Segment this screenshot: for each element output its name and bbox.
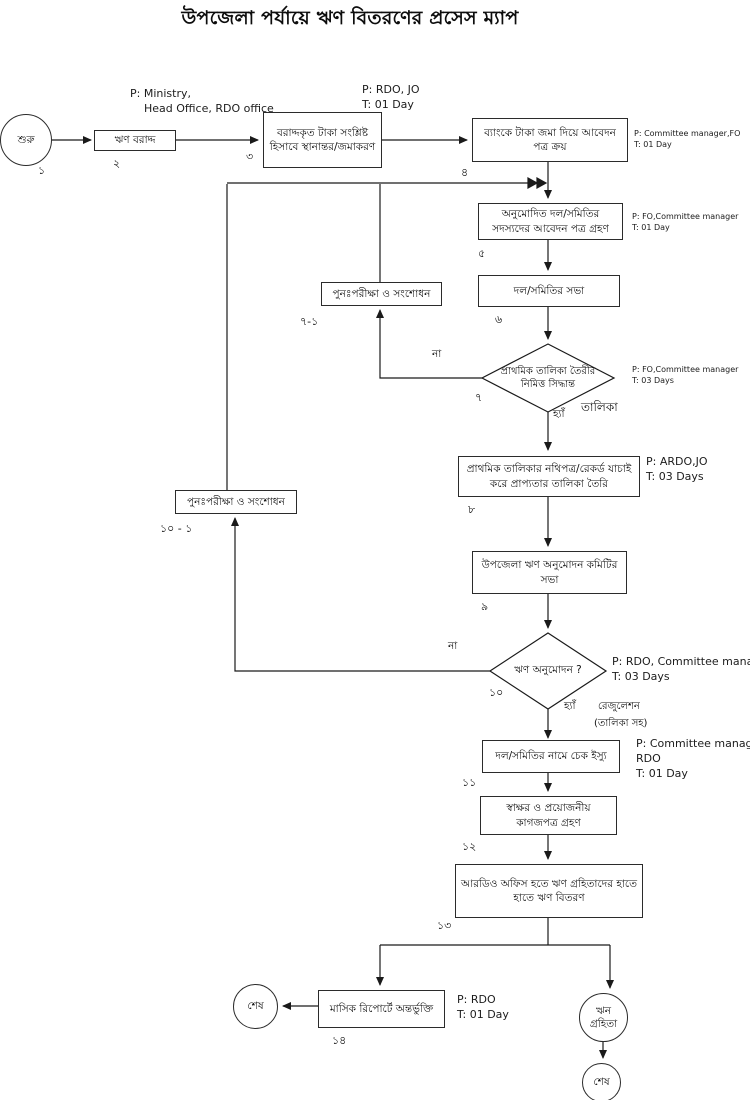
process-box-verify-records: প্রাথমিক তালিকার নথিপত্র/রেকর্ড যাচাই কর… xyxy=(458,456,640,497)
annotation-line: P: Committee manager,FO xyxy=(634,129,741,138)
process-box-money-transfer: বরাদ্দকৃত টাকা সংশ্লিষ্ট হিসাবে স্থানান্… xyxy=(263,112,382,168)
annotation-line: P: RDO, JO xyxy=(362,83,420,96)
end-label: শেষ xyxy=(247,1000,264,1013)
step-number-11: ১১ xyxy=(462,776,477,789)
annotation-purchase: P: Committee manager,FO T: 01 Day xyxy=(634,128,740,150)
annotation-line: P: FO,Committee manager xyxy=(632,212,739,221)
decision-approve-diamond xyxy=(488,632,608,710)
annotation-line: T: 03 Days xyxy=(632,376,674,386)
annotation-line: T: 03 Days xyxy=(612,669,670,683)
annotation-line: T: 01 Day xyxy=(362,97,414,111)
annotation-line: P: Committee manager, xyxy=(636,737,750,750)
box-label: অনুমোদিত দল/সমিতির সদস্যদের আবেদন পত্র গ… xyxy=(492,208,609,235)
step-number-3: ৩ xyxy=(246,150,254,163)
annotation-line: T: 01 Day xyxy=(457,1007,509,1021)
step-number-7: ৭ xyxy=(475,391,483,404)
edge-decision-approve-no xyxy=(231,517,490,672)
step-number-10-1: ১০ - ১ xyxy=(160,522,193,535)
decision-approve-output-label2: (তালিকা সহ) xyxy=(594,718,648,729)
process-box-group-meeting: দল/সমিতির সভা xyxy=(478,275,620,307)
decision-list-label: প্রাথমিক তালিকা তৈরীর নিমিত্ত সিদ্ধান্ত xyxy=(500,366,596,390)
annotation-line: T: 01 Day xyxy=(636,766,688,780)
process-box-loan-distribution: আরডিও অফিস হতে ঋণ গ্রহিতাদের হাতে হাতে ঋ… xyxy=(455,864,643,918)
decision-approve-output-label1: রেজুলেশন xyxy=(598,701,640,712)
box-label: প্রাথমিক তালিকার নথিপত্র/রেকর্ড যাচাই কর… xyxy=(466,463,632,490)
annotation-line: P: RDO, Committee manager, xyxy=(612,655,750,668)
process-box-committee-meeting: উপজেলা ঋণ অনুমোদন কমিটির সভা xyxy=(472,551,627,594)
annotation-allocation: P: Ministry, Head Office, RDO office xyxy=(130,87,274,117)
annotation-line: P: FO,Committee manager xyxy=(632,365,739,374)
annotation-receive: P: FO,Committee manager T: 01 Day xyxy=(632,211,738,233)
step-number-4: ৪ xyxy=(461,166,469,179)
process-box-cheque-issue: দল/সমিতির নামে চেক ইস্যু xyxy=(482,740,620,773)
recipient-line2: গ্রহিতা xyxy=(589,1017,618,1030)
process-box-recheck-top: পুনঃপরীক্ষা ও সংশোধন xyxy=(321,282,442,306)
box-label: মাসিক রিপোর্টে অন্তর্ভুক্তি xyxy=(329,1002,434,1015)
box-label: পুনঃপরীক্ষা ও সংশোধন xyxy=(187,495,285,508)
end-terminator-bottom: শেষ xyxy=(582,1063,621,1100)
box-label: উপজেলা ঋণ অনুমোদন কমিটির সভা xyxy=(481,559,618,586)
step-number-14: ১৪ xyxy=(332,1034,347,1047)
step-number-2: ২ xyxy=(113,157,121,170)
decision-list-no-label: না xyxy=(432,348,442,360)
annotation-decision-list: P: FO,Committee manager T: 03 Days xyxy=(632,364,738,386)
start-label: শুরু xyxy=(17,133,35,146)
step-number-10: ১০ xyxy=(489,686,504,699)
annotation-transfer: P: RDO, JO T: 01 Day xyxy=(362,83,420,113)
box-label: স্বাক্ষর ও প্রয়োজনীয় কাগজপত্র গ্রহণ xyxy=(506,802,591,829)
page-title: উপজেলা পর্যায়ে ঋণ বিতরণের প্রসেস ম্যাপ xyxy=(181,7,519,29)
step-number-9: ৯ xyxy=(481,600,489,613)
decision-list-diamond xyxy=(480,343,616,413)
box-label: ব্যাংকে টাকা জমা দিয়ে আবেদন পত্র ক্রয় xyxy=(484,126,616,153)
box-label: পুনঃপরীক্ষা ও সংশোধন xyxy=(332,287,431,300)
box-label: দল/সমিতির নামে চেক ইস্যু xyxy=(495,750,607,763)
decision-approve-yes-label: হ্যাঁ xyxy=(564,700,576,712)
annotation-line: RDO xyxy=(636,751,661,765)
box-label: বরাদ্দকৃত টাকা সংশ্লিষ্ট হিসাবে স্থানান্… xyxy=(269,126,376,153)
double-arrowhead-2 xyxy=(536,176,548,190)
edge-decision-list-no xyxy=(376,309,482,379)
step-number-1: ১ xyxy=(38,164,46,177)
annotation-decision-approve: P: RDO, Committee manager, T: 03 Days xyxy=(612,655,750,685)
step-number-13: ১৩ xyxy=(437,919,452,932)
step-number-7-1: ৭-১ xyxy=(300,315,319,328)
decision-list-output-label: তালিকা xyxy=(581,400,618,414)
end-label: শেষ xyxy=(593,1076,610,1089)
annotation-line: T: 03 Days xyxy=(646,469,704,483)
step-number-5: ৫ xyxy=(478,247,486,260)
recipient-line1: ঋন xyxy=(596,1005,611,1018)
loan-recipient-terminator: ঋন গ্রহিতা xyxy=(579,993,628,1042)
double-arrowhead-1 xyxy=(527,176,539,190)
process-box-loan-allocation: ঋণ বরাদ্দ xyxy=(94,130,176,151)
annotation-line: T: 01 Day xyxy=(634,140,672,150)
step-number-6: ৬ xyxy=(495,313,503,326)
decision-approve-label: ঋণ অনুমোদন ? xyxy=(514,664,582,677)
annotation-line: P: ARDO,JO xyxy=(646,455,708,468)
process-box-monthly-report: মাসিক রিপোর্টে অন্তর্ভুক্তি xyxy=(318,990,445,1028)
process-box-receive-applications: অনুমোদিত দল/সমিতির সদস্যদের আবেদন পত্র গ… xyxy=(478,203,623,240)
box-label: আরডিও অফিস হতে ঋণ গ্রহিতাদের হাতে হাতে ঋ… xyxy=(460,877,637,904)
step-number-8: ৮ xyxy=(468,503,476,516)
process-box-application-purchase: ব্যাংকে টাকা জমা দিয়ে আবেদন পত্র ক্রয় xyxy=(472,118,628,162)
box-label: দল/সমিতির সভা xyxy=(513,284,585,297)
annotation-line: T: 01 Day xyxy=(632,223,670,233)
end-terminator-left: শেষ xyxy=(233,984,278,1029)
step-number-12: ১২ xyxy=(462,840,477,853)
decision-approve-no-label: না xyxy=(448,640,458,652)
annotation-cheque: P: Committee manager, RDO T: 01 Day xyxy=(636,737,750,782)
annotation-line: Head Office, RDO office xyxy=(144,101,274,115)
process-box-recheck-mid: পুনঃপরীক্ষা ও সংশোধন xyxy=(175,490,297,514)
annotation-verify: P: ARDO,JO T: 03 Days xyxy=(646,455,708,485)
annotation-line: P: RDO xyxy=(457,993,496,1006)
decision-list-yes-label: হ্যাঁ xyxy=(553,408,565,420)
start-terminator: শুরু xyxy=(0,114,52,166)
box-label: ঋণ বরাদ্দ xyxy=(114,134,156,147)
annotation-line: P: Ministry, xyxy=(130,87,191,100)
annotation-report: P: RDO T: 01 Day xyxy=(457,993,509,1023)
process-box-signature-documents: স্বাক্ষর ও প্রয়োজনীয় কাগজপত্র গ্রহণ xyxy=(480,796,617,835)
